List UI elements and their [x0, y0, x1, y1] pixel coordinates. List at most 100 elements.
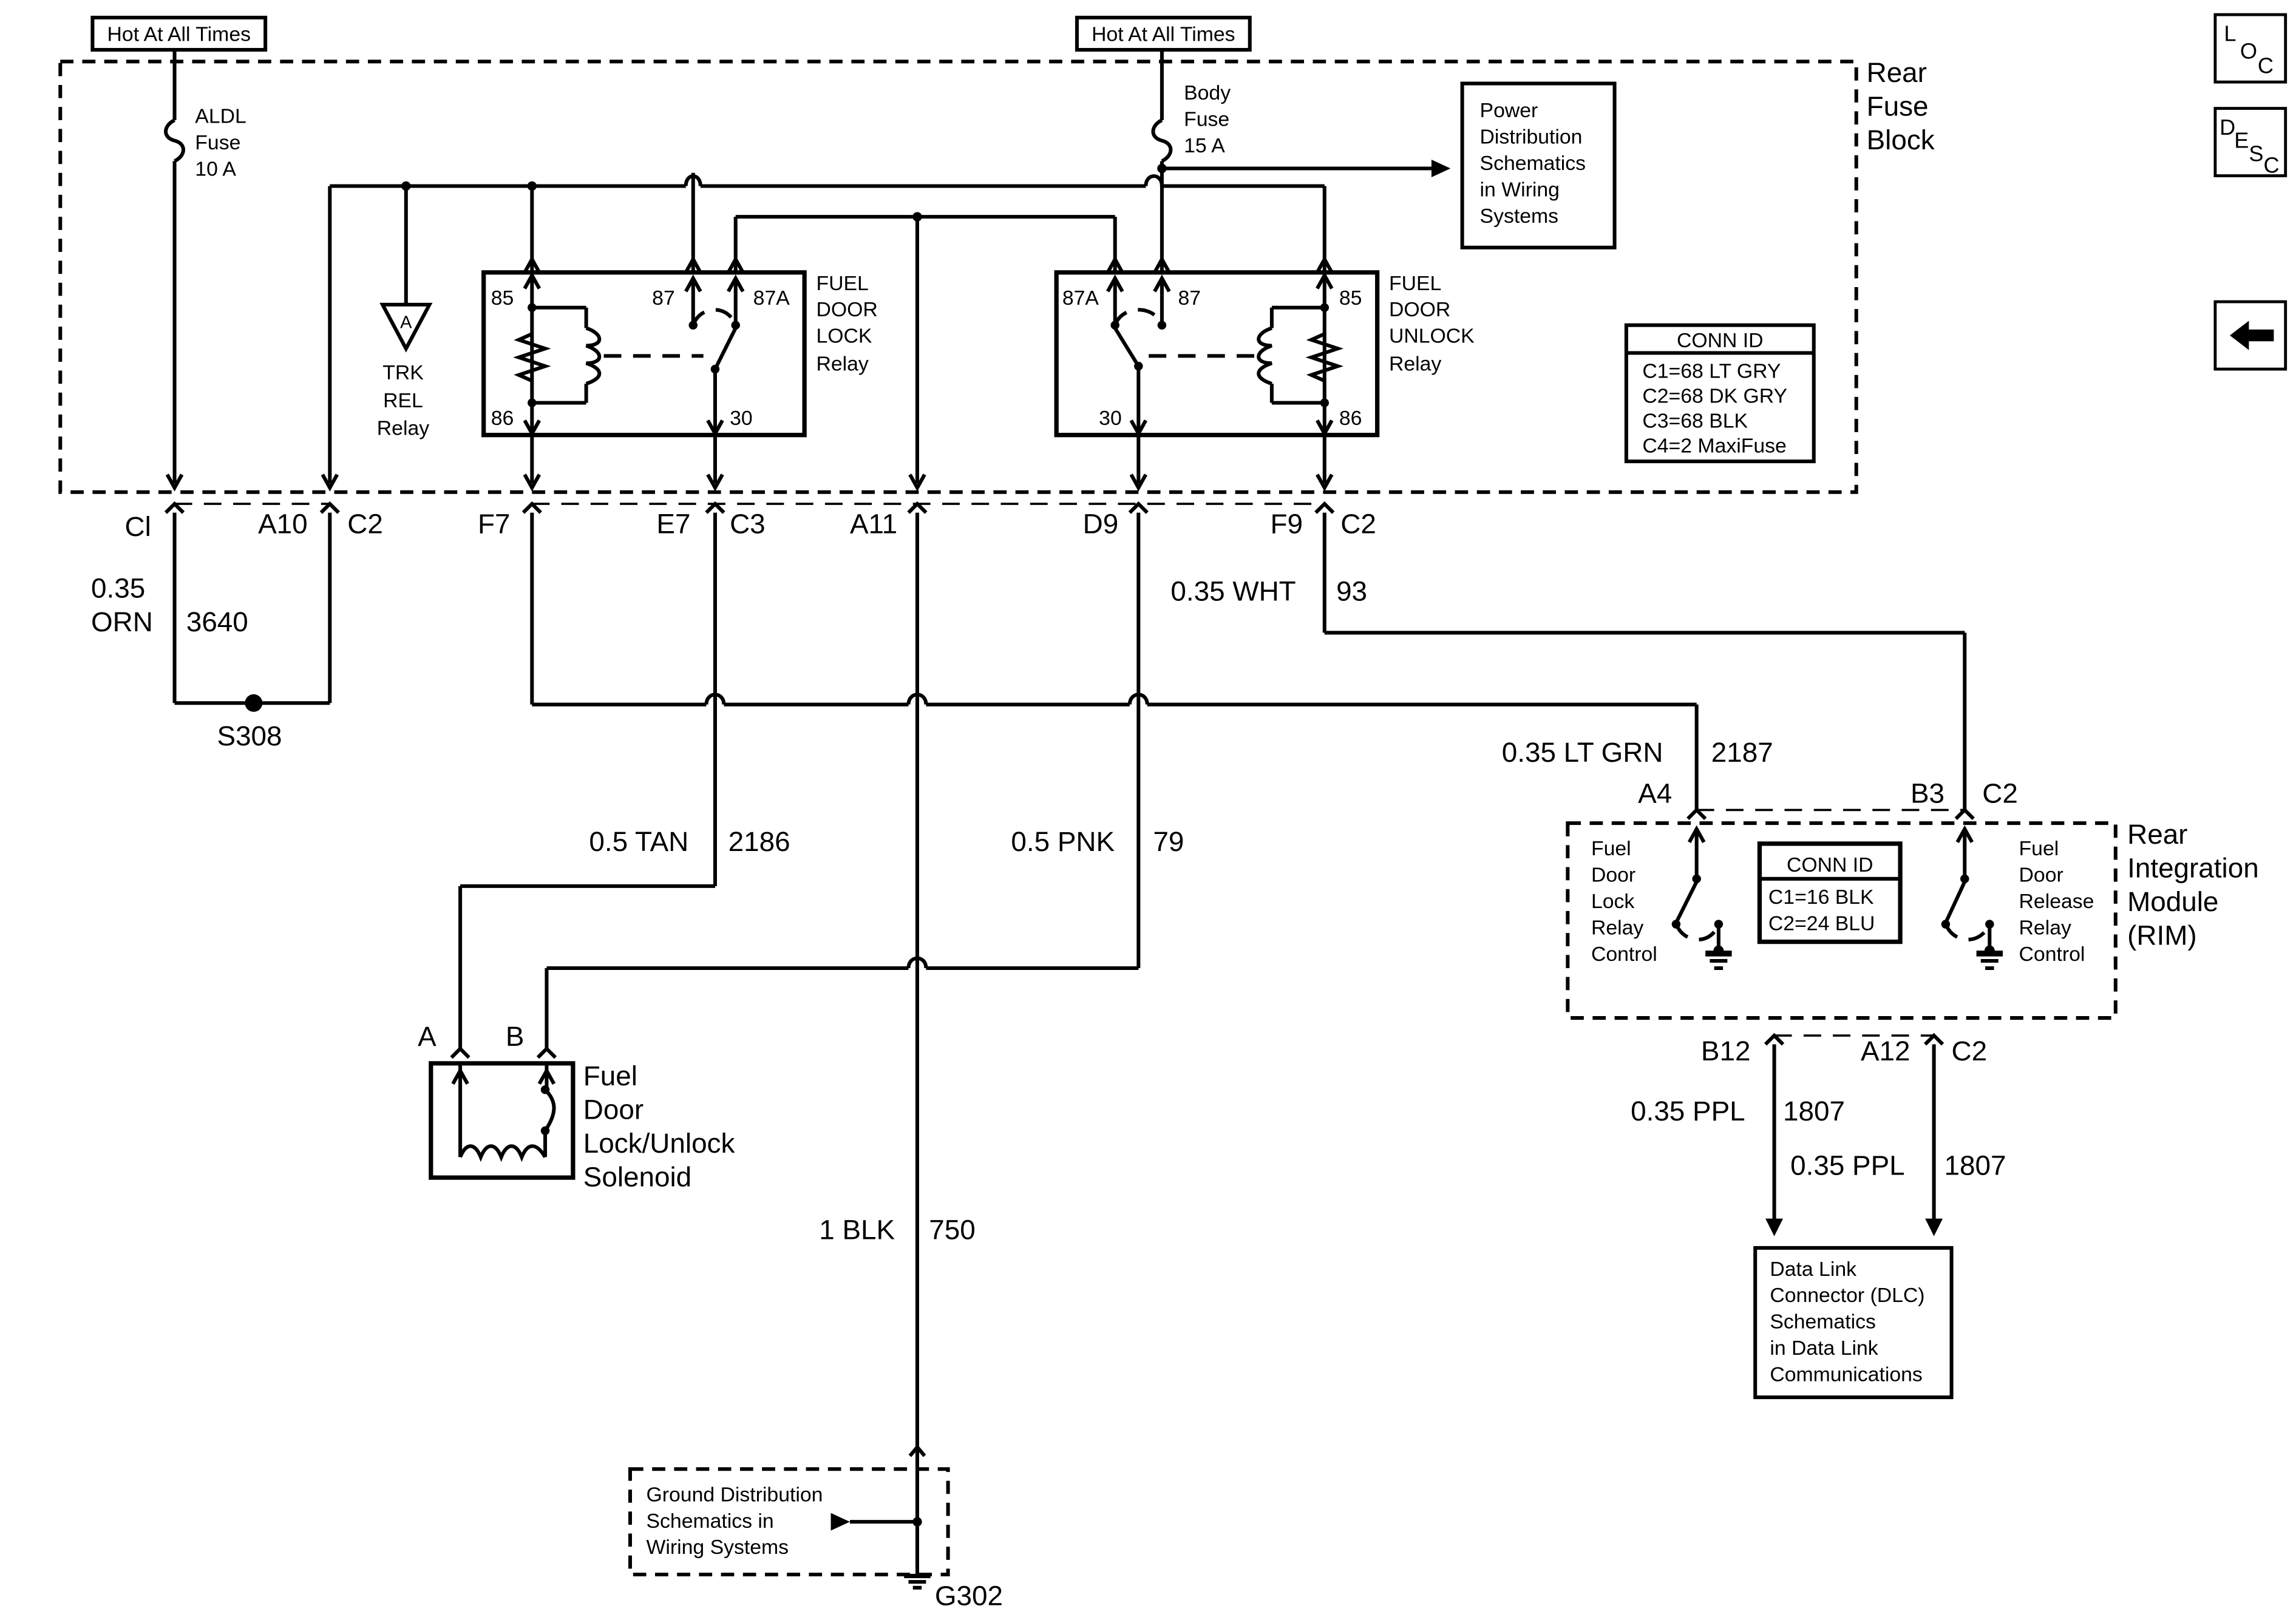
svg-text:E: E: [2234, 128, 2249, 153]
loc-button[interactable]: L O C: [2213, 13, 2288, 84]
svg-text:0.35 LT GRN: 0.35 LT GRN: [1502, 737, 1663, 768]
svg-text:S308: S308: [217, 720, 282, 751]
svg-text:Schematics: Schematics: [1770, 1310, 1876, 1334]
svg-text:A12: A12: [1861, 1036, 1911, 1066]
svg-text:87A: 87A: [1062, 286, 1099, 310]
svg-text:0.35 PPL: 0.35 PPL: [1631, 1096, 1745, 1127]
svg-text:Body: Body: [1184, 81, 1231, 104]
svg-text:B12: B12: [1701, 1036, 1751, 1066]
svg-text:C2=68 DK GRY: C2=68 DK GRY: [1642, 385, 1787, 408]
rear-fuse-block-title: Rear Fuse Block: [1867, 57, 1935, 155]
hot-label-right: Hot At All Times: [1075, 15, 1252, 52]
splice-s308-dot: [245, 694, 263, 712]
svg-text:C3=68 BLK: C3=68 BLK: [1642, 410, 1748, 433]
svg-text:Hot At All Times: Hot At All Times: [107, 23, 251, 46]
wire-tan-2186: 0.5 TAN 2186: [458, 512, 790, 1049]
ground-distribution-box: Ground Distribution Schematics in Wiring…: [628, 1467, 1003, 1612]
svg-text:Door: Door: [583, 1094, 644, 1125]
svg-text:L: L: [2224, 21, 2236, 46]
svg-text:30: 30: [730, 407, 753, 430]
svg-text:1 BLK: 1 BLK: [819, 1214, 895, 1245]
terminal-e7: E7: [656, 508, 690, 539]
svg-text:Fuse: Fuse: [1867, 91, 1929, 122]
terminal-d9: D9: [1083, 508, 1119, 539]
svg-text:C1=16 BLK: C1=16 BLK: [1768, 886, 1874, 909]
svg-text:TRK: TRK: [382, 361, 424, 384]
wire-orn-3640: 0.35 ORN 3640 S308: [91, 512, 332, 751]
svg-text:Rear: Rear: [2127, 819, 2187, 850]
svg-text:Rear: Rear: [1867, 57, 1927, 88]
desc-button[interactable]: D E S C: [2213, 107, 2288, 178]
rear-fuse-block-outline: [58, 59, 1858, 494]
svg-text:DOOR: DOOR: [1389, 298, 1450, 321]
svg-text:Connector (DLC): Connector (DLC): [1770, 1284, 1924, 1307]
back-arrow-button[interactable]: [2213, 300, 2288, 371]
wire-ppl-1807: 0.35 PPL 1807 0.35 PPL 1807: [1631, 1044, 2006, 1236]
hot-label-left: Hot At All Times: [90, 15, 268, 52]
svg-text:B3: B3: [1911, 778, 1944, 808]
svg-text:86: 86: [1339, 407, 1362, 430]
svg-text:Data Link: Data Link: [1770, 1258, 1856, 1281]
svg-text:Wiring Systems: Wiring Systems: [647, 1536, 789, 1559]
svg-text:15 A: 15 A: [1184, 134, 1225, 157]
aldl-fuse: ALDL Fuse 10 A: [164, 50, 246, 492]
svg-text:Fuel: Fuel: [583, 1060, 637, 1091]
svg-text:0.35 WHT: 0.35 WHT: [1170, 575, 1296, 606]
power-bus: [321, 163, 1326, 492]
svg-text:DOOR: DOOR: [816, 298, 877, 321]
svg-text:87A: 87A: [753, 286, 790, 310]
svg-text:87: 87: [1178, 286, 1201, 310]
svg-text:Fuse: Fuse: [195, 131, 240, 154]
svg-text:2187: 2187: [1711, 737, 1773, 768]
svg-text:Relay: Relay: [1389, 353, 1441, 376]
terminal-a11: A11: [850, 508, 897, 539]
svg-text:Lock/Unlock: Lock/Unlock: [583, 1128, 735, 1159]
svg-text:FUEL: FUEL: [1389, 272, 1441, 295]
svg-text:C2: C2: [1952, 1036, 1988, 1066]
svg-text:Control: Control: [2019, 943, 2085, 966]
svg-text:in Data Link: in Data Link: [1770, 1337, 1878, 1360]
svg-text:A: A: [418, 1021, 436, 1052]
fuse-block-conn-id: CONN ID C1=68 LT GRY C2=68 DK GRY C3=68 …: [1624, 323, 1816, 464]
svg-text:Integration: Integration: [2127, 852, 2259, 883]
svg-text:93: 93: [1336, 575, 1367, 606]
svg-text:B: B: [506, 1021, 525, 1052]
fuse-block-connector-row: Cl A10 C2 F7 E7 C3 A11 D9 F9 C2: [124, 435, 1376, 542]
svg-text:0.35: 0.35: [91, 573, 145, 604]
svg-text:Fuel: Fuel: [1591, 837, 1631, 860]
svg-text:D: D: [2220, 115, 2235, 140]
svg-text:Systems: Systems: [1480, 205, 1558, 228]
back-arrow-icon: [2230, 320, 2274, 350]
terminal-c2-left: C2: [347, 508, 383, 539]
trk-rel-relay: A TRK REL Relay: [377, 186, 433, 440]
svg-text:CONN ID: CONN ID: [1787, 853, 1873, 876]
svg-text:79: 79: [1153, 826, 1184, 857]
svg-text:Communications: Communications: [1770, 1363, 1922, 1386]
svg-text:CONN ID: CONN ID: [1677, 329, 1764, 352]
svg-text:Schematics in: Schematics in: [647, 1510, 774, 1533]
svg-text:87: 87: [652, 286, 675, 310]
svg-text:Ground Distribution: Ground Distribution: [647, 1483, 823, 1506]
svg-text:Door: Door: [2019, 864, 2063, 887]
svg-text:A: A: [400, 313, 412, 333]
svg-text:0.5 PNK: 0.5 PNK: [1011, 826, 1115, 857]
wire-lt-grn-2187: 0.35 LT GRN 2187: [530, 512, 1773, 810]
svg-text:Block: Block: [1867, 124, 1935, 155]
svg-text:Relay: Relay: [2019, 917, 2071, 940]
terminal-f7: F7: [478, 508, 510, 539]
svg-text:Fuse: Fuse: [1184, 108, 1229, 131]
body-fuse: Body Fuse 15 A: [1151, 50, 1231, 169]
svg-text:Fuel: Fuel: [2019, 837, 2059, 860]
svg-text:C4=2 MaxiFuse: C4=2 MaxiFuse: [1642, 435, 1786, 458]
svg-text:Door: Door: [1591, 864, 1635, 887]
svg-text:30: 30: [1099, 407, 1122, 430]
svg-text:Control: Control: [1591, 943, 1657, 966]
svg-text:0.35 PPL: 0.35 PPL: [1790, 1150, 1905, 1181]
fuel-door-solenoid: A B Fuel Door Lock/Unlock Solenoid: [418, 1021, 735, 1193]
svg-text:LOCK: LOCK: [816, 325, 872, 348]
svg-text:1807: 1807: [1783, 1096, 1845, 1127]
svg-text:Module: Module: [2127, 886, 2218, 917]
svg-text:3640: 3640: [186, 606, 248, 637]
svg-text:Relay: Relay: [377, 417, 429, 440]
svg-text:C2=24 BLU: C2=24 BLU: [1768, 912, 1875, 935]
